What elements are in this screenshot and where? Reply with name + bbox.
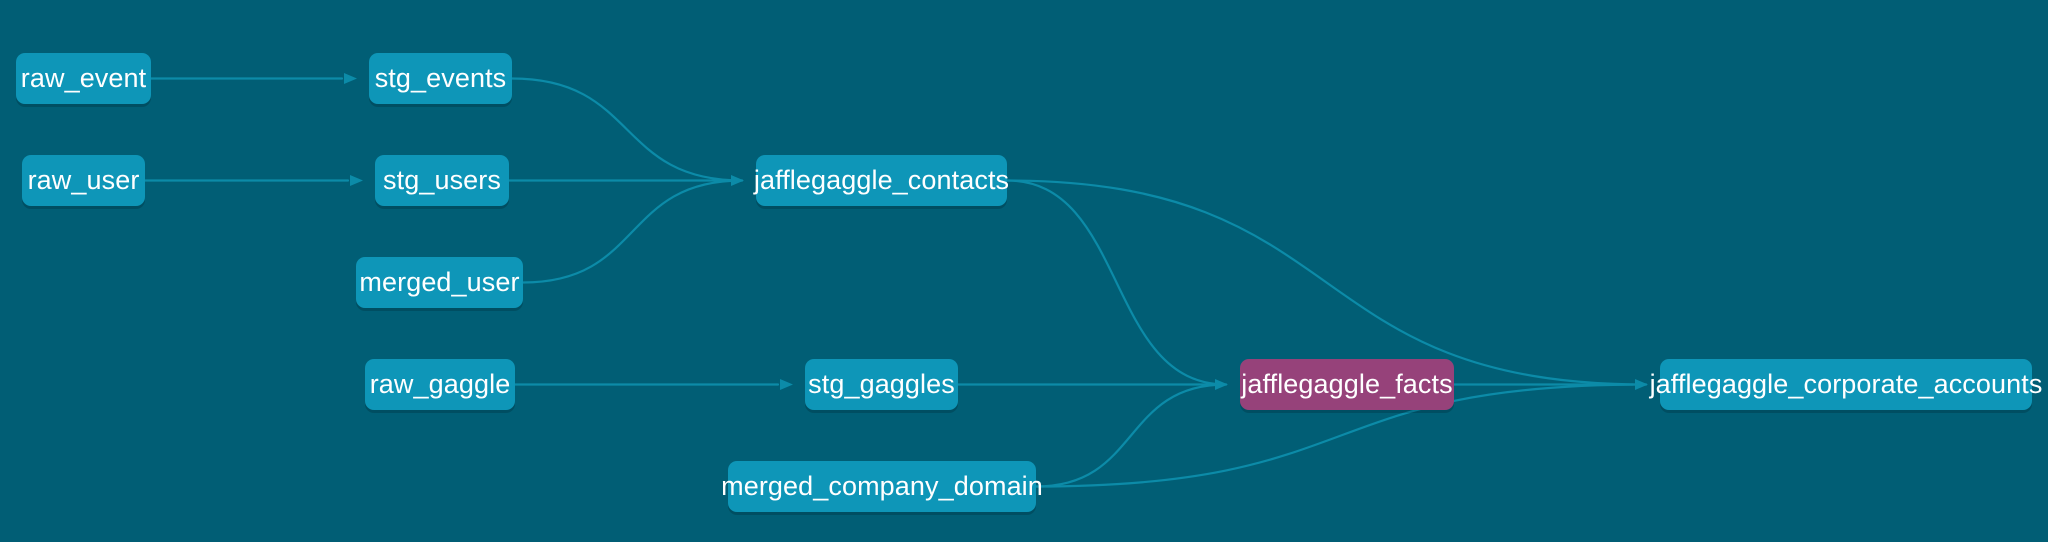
graph-node-label: stg_gaggles xyxy=(808,369,955,399)
graph-node-stg_users[interactable]: stg_users xyxy=(375,155,509,206)
graph-node-label: stg_users xyxy=(383,165,501,195)
graph-node-label: merged_company_domain xyxy=(721,471,1043,501)
graph-node-stg_gaggles[interactable]: stg_gaggles xyxy=(805,359,958,410)
graph-node-jafflegaggle_contacts[interactable]: jafflegaggle_contacts xyxy=(754,155,1009,206)
graph-node-label: raw_user xyxy=(27,165,140,195)
graph-node-raw_event[interactable]: raw_event xyxy=(16,53,151,104)
graph-node-jafflegaggle_corporate_accounts[interactable]: jafflegaggle_corporate_accounts xyxy=(1650,359,2042,410)
graph-node-jafflegaggle_facts[interactable]: jafflegaggle_facts xyxy=(1240,359,1454,410)
graph-node-raw_gaggle[interactable]: raw_gaggle xyxy=(365,359,515,410)
graph-node-label: jafflegaggle_facts xyxy=(1241,369,1453,399)
graph-node-label: jafflegaggle_contacts xyxy=(753,165,1010,195)
graph-node-label: stg_events xyxy=(374,63,507,93)
graph-node-label: jafflegaggle_corporate_accounts xyxy=(1649,369,2043,399)
graph-node-merged_user[interactable]: merged_user xyxy=(356,257,523,308)
graph-node-merged_company_domain[interactable]: merged_company_domain xyxy=(721,461,1043,512)
graph-node-raw_user[interactable]: raw_user xyxy=(22,155,145,206)
graph-node-label: raw_event xyxy=(20,63,147,93)
graph-node-label: merged_user xyxy=(359,267,520,297)
graph-node-stg_events[interactable]: stg_events xyxy=(369,53,512,104)
graph-node-label: raw_gaggle xyxy=(369,369,511,399)
